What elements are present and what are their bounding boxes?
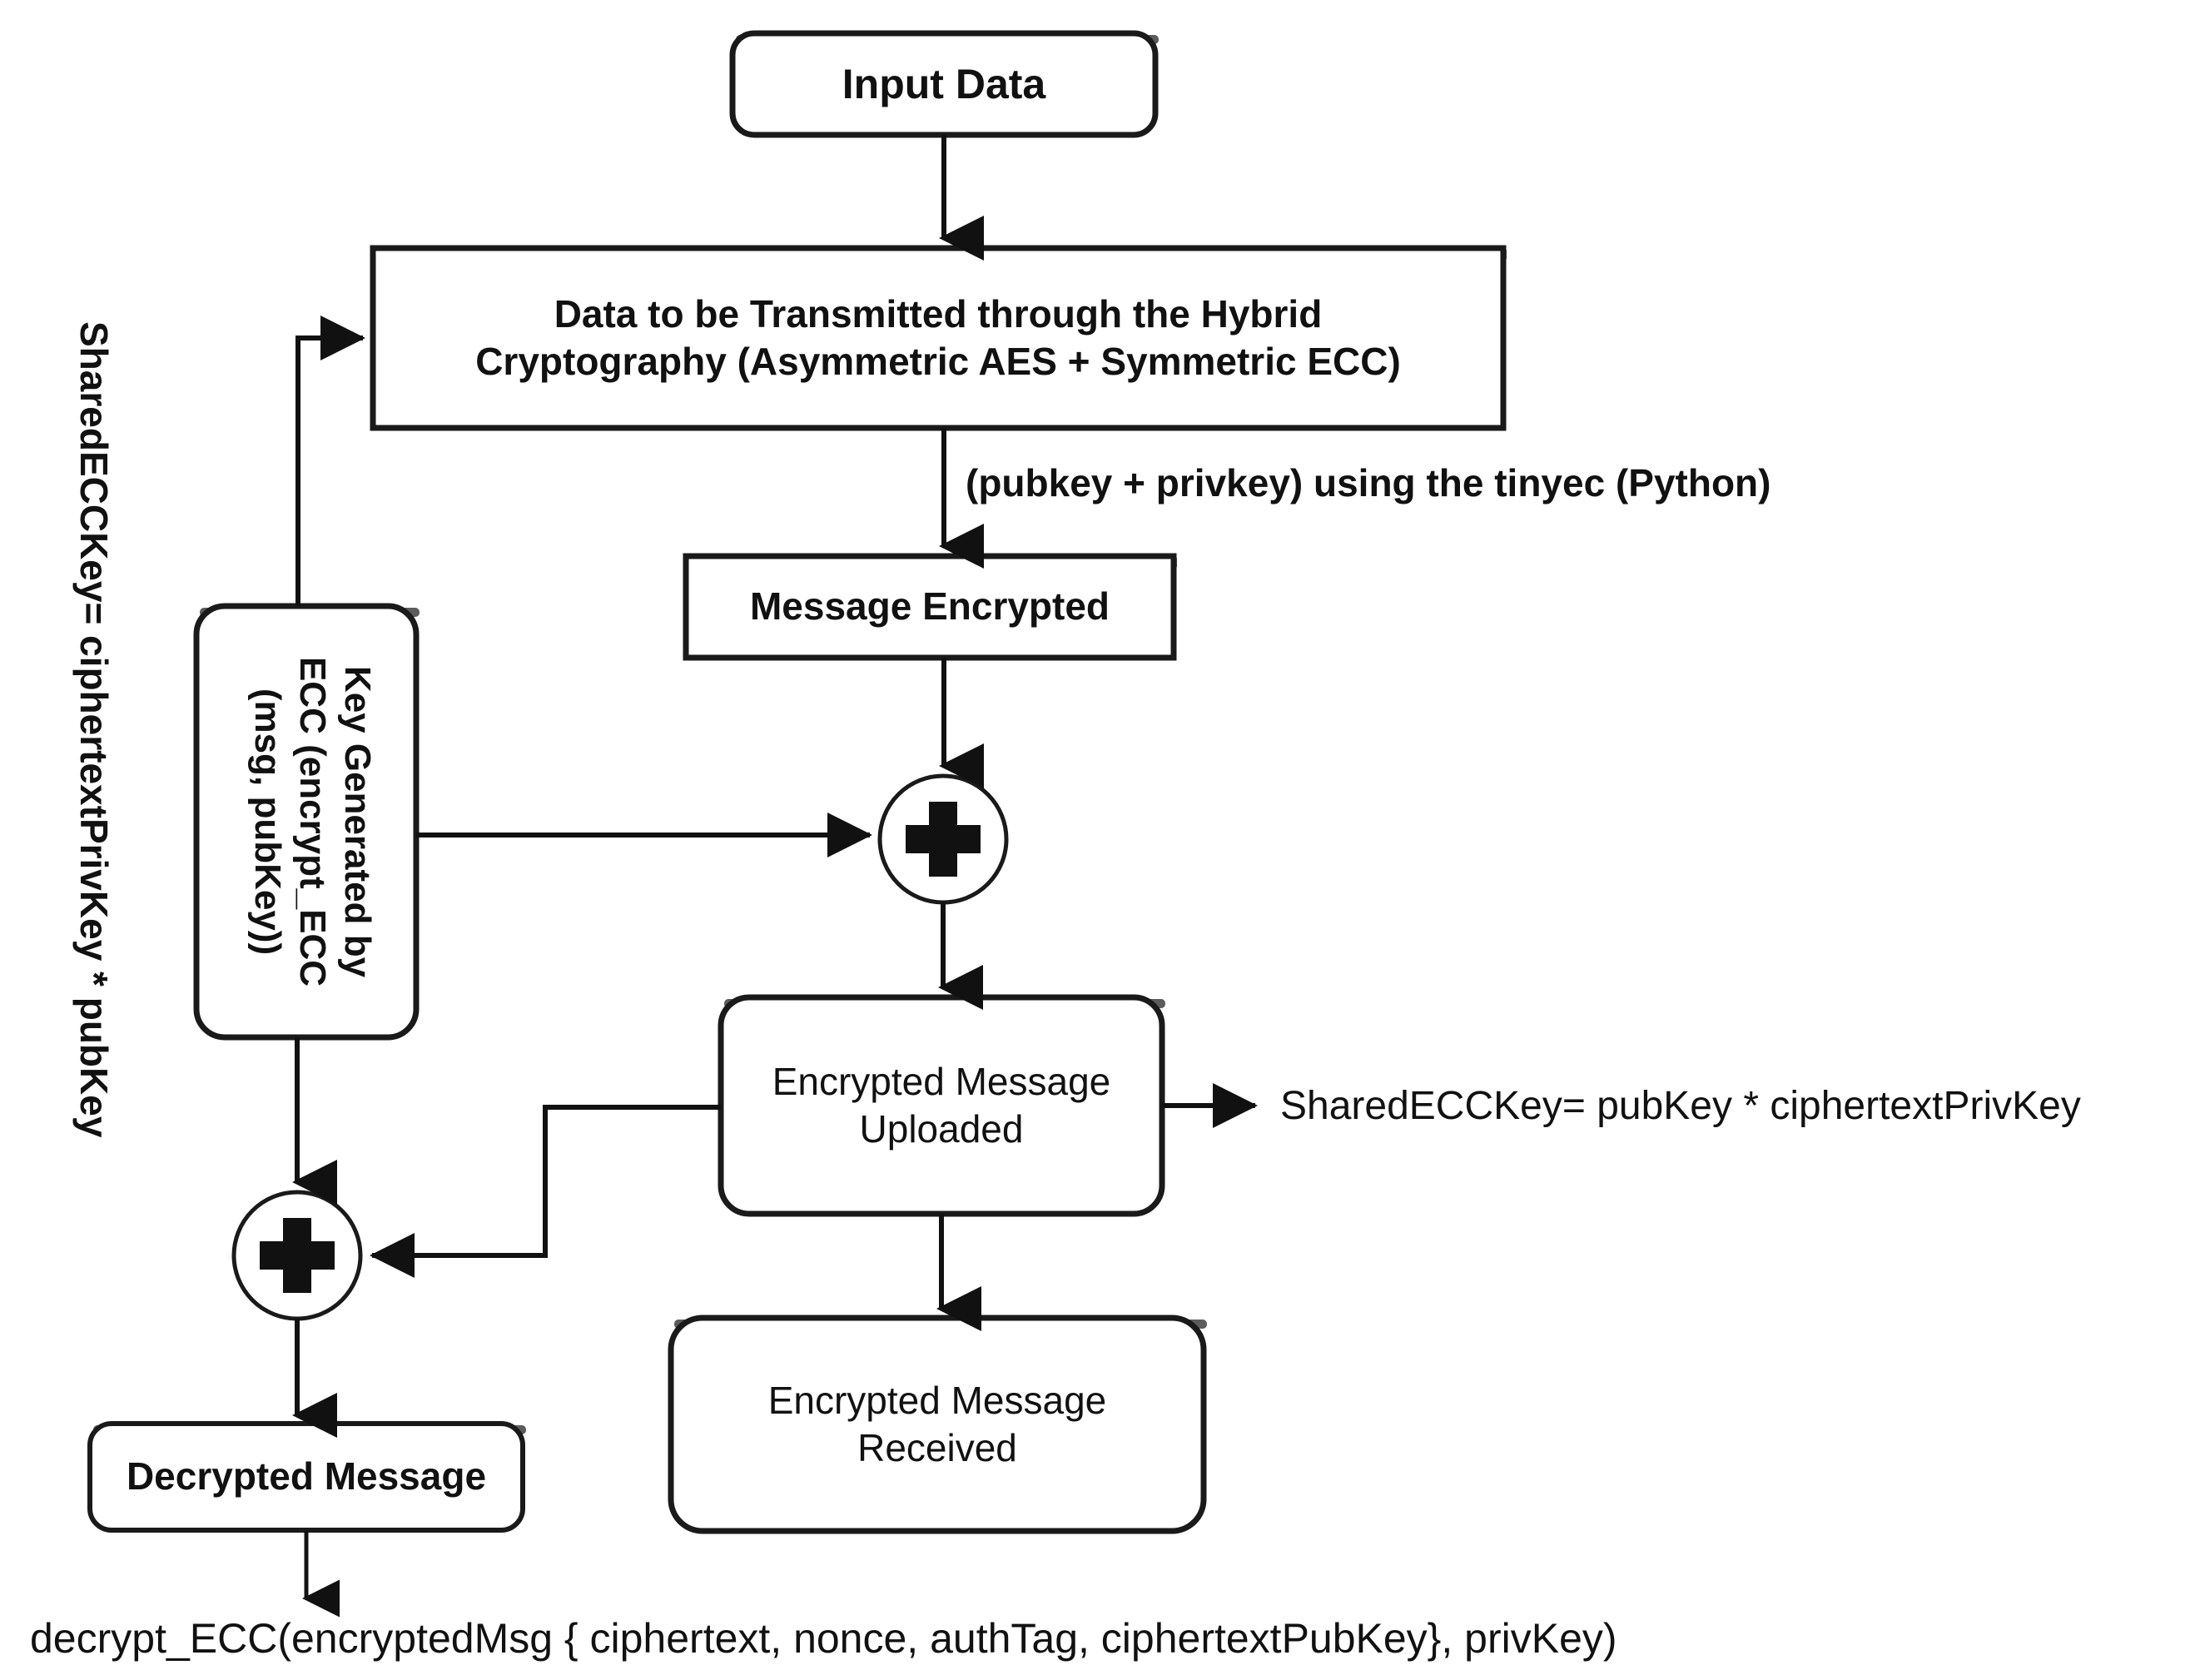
edge-keygen-to-transmitted bbox=[295, 316, 365, 606]
text-uploaded-line1: Encrypted Message bbox=[772, 1059, 1111, 1103]
label-decrypted-message: Decrypted Message bbox=[90, 1424, 523, 1530]
label-encrypted-message-received: Encrypted Message Received bbox=[671, 1318, 1204, 1531]
text-key-generated-line1: Key Generated by bbox=[336, 665, 378, 978]
text-message-encrypted: Message Encrypted bbox=[749, 584, 1110, 629]
label-decrypt-footer: decrypt_ECC(encryptedMsg { ciphertext, n… bbox=[30, 1615, 1617, 1662]
text-data-transmitted-line1: Data to be Transmitted through the Hybri… bbox=[554, 291, 1323, 336]
label-tinyec: (pubkey + privkey) using the tinyec (Pyt… bbox=[966, 461, 1771, 504]
label-encrypted-message-uploaded: Encrypted Message Uploaded bbox=[721, 997, 1162, 1214]
text-decrypted-message: Decrypted Message bbox=[126, 1454, 487, 1499]
text-received-line2: Received bbox=[857, 1426, 1017, 1469]
edge-uploaded-to-plus2 bbox=[370, 1105, 721, 1278]
text-key-generated-line2: ECC (encrypt_ECC bbox=[291, 656, 333, 987]
plus-glyph-2 bbox=[260, 1218, 335, 1293]
label-message-encrypted: Message Encrypted bbox=[686, 556, 1174, 658]
label-shared-ecc-key-left: SharedECCKey= ciphertextPrivKey * pubKey bbox=[72, 321, 116, 1138]
node-data-transmitted bbox=[370, 245, 1507, 431]
node-message-encrypted bbox=[683, 553, 1177, 661]
text-data-transmitted-line2: Cryptography (Asymmetric AES + Symmetric… bbox=[475, 340, 1401, 383]
text-key-generated-line3: (msg, pubKey)) bbox=[247, 688, 289, 956]
label-key-generated: Key Generated by ECC (encrypt_ECC (msg, … bbox=[208, 618, 416, 1026]
label-shared-ecc-key-right: SharedECCKey= pubKey * ciphertextPrivKey bbox=[1280, 1084, 2081, 1128]
label-input-data: Input Data bbox=[732, 33, 1155, 135]
node-key-generated bbox=[193, 603, 420, 1041]
text-input-data: Input Data bbox=[842, 61, 1046, 107]
label-data-transmitted: Data to be Transmitted through the Hybri… bbox=[373, 248, 1503, 428]
plus-glyph-1 bbox=[906, 802, 981, 877]
text-uploaded-line2: Uploaded bbox=[859, 1107, 1024, 1151]
text-received-line1: Encrypted Message bbox=[767, 1378, 1107, 1422]
